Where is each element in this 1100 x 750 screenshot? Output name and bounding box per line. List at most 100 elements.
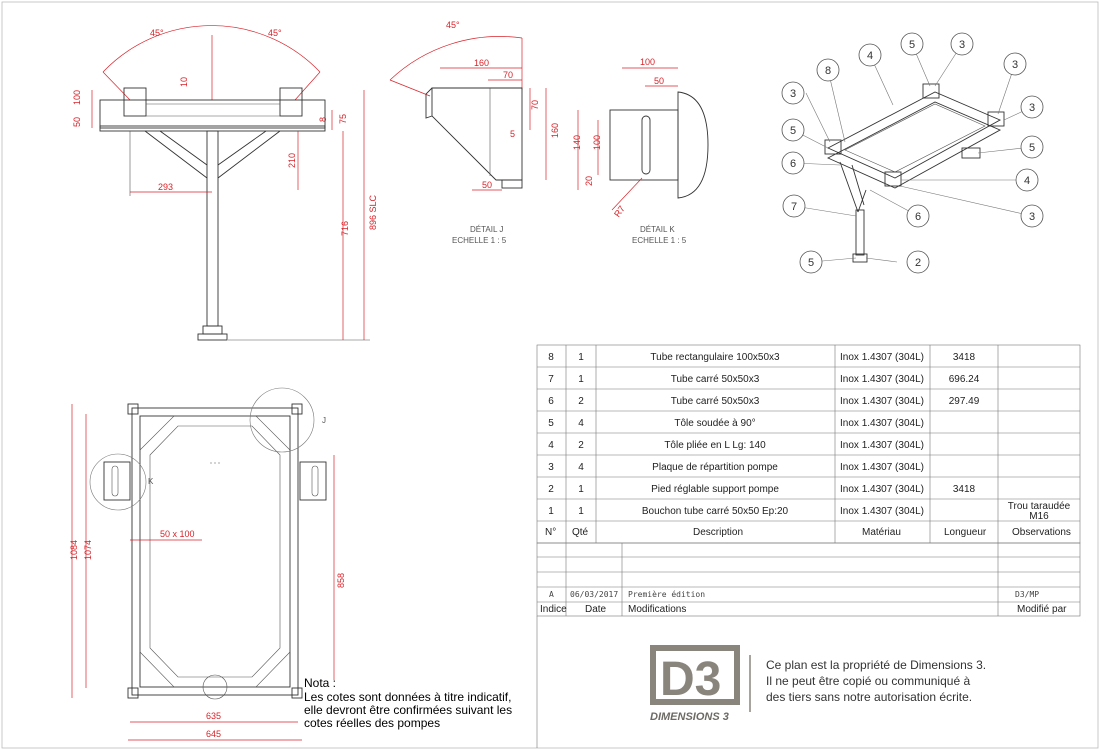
- bom-cell-len: 3418: [953, 484, 976, 495]
- bom-cell-qty: 4: [578, 462, 584, 473]
- rev-date: 06/03/2017: [570, 590, 618, 599]
- label-j: J: [322, 416, 326, 425]
- bom-cell-qty: 1: [578, 374, 584, 385]
- hdr-mat: Matériau: [862, 527, 901, 538]
- bom-cell-qty: 2: [578, 440, 584, 451]
- balloon-number: 7: [791, 201, 797, 213]
- dim-k-140: 140: [572, 135, 582, 150]
- balloon: [781, 118, 805, 142]
- hdr-no: N°: [545, 527, 556, 538]
- hdr-len: Longueur: [944, 527, 987, 538]
- logo-mark: D3: [660, 653, 721, 706]
- bom-cell-desc: Tube rectangulaire 100x50x3: [650, 352, 780, 363]
- bom-cell-len: 297.49: [949, 396, 980, 407]
- balloon-number: 8: [825, 65, 831, 77]
- bom-cell-qty: 1: [578, 352, 584, 363]
- bom-cell-mat: Inox 1.4307 (304L): [840, 396, 924, 407]
- balloon: [781, 151, 805, 175]
- bom-cell-no: 5: [548, 418, 554, 429]
- dim-j-160: 160: [474, 58, 489, 68]
- balloon: [781, 81, 805, 105]
- bom-cell-desc: Plaque de répartition pompe: [652, 462, 778, 473]
- bom-cell-qty: 1: [578, 484, 584, 495]
- bom-cell-mat: Inox 1.4307 (304L): [840, 374, 924, 385]
- dim-angle-left: 45°: [150, 28, 164, 38]
- nota-block: Nota : Les cotes sont données à titre in…: [304, 676, 512, 730]
- balloon: [900, 32, 924, 56]
- rev-hdr-indice: Indice: [540, 604, 567, 615]
- dim-50: 50: [72, 117, 82, 127]
- bom-cell-no: 6: [548, 396, 554, 407]
- balloon-number: 3: [959, 39, 965, 51]
- dim-k-20: 20: [584, 176, 594, 186]
- dim-angle-right: 45°: [268, 28, 282, 38]
- dim-1084: 1084: [69, 540, 79, 560]
- dim-j-angle: 45°: [446, 20, 460, 30]
- balloon-number: 5: [909, 39, 915, 51]
- nota-title: Nota :: [304, 676, 336, 690]
- hdr-desc: Description: [693, 527, 743, 538]
- balloon: [799, 250, 823, 274]
- bom-cell-no: 8: [548, 352, 554, 363]
- dim-k-100b: 100: [592, 135, 602, 150]
- balloon: [906, 250, 930, 274]
- revision-block: A 06/03/2017 Première édition D3/MP Indi…: [536, 542, 1081, 748]
- dim-j-50: 50: [482, 180, 492, 190]
- hdr-qty: Qté: [572, 527, 589, 538]
- hdr-obs: Observations: [1012, 527, 1071, 538]
- dim-858: 858: [336, 573, 346, 588]
- dim-1074: 1074: [83, 540, 93, 560]
- balloon-number: 2: [915, 257, 921, 269]
- bom-cell-desc: Pied réglable support pompe: [651, 484, 779, 495]
- dim-10: 10: [179, 77, 189, 87]
- bom-cell-no: 2: [548, 484, 554, 495]
- bom-cell-no: 7: [548, 374, 554, 385]
- detail-k: 100 50 140 100 20 R7 DÉTAIL K ECHELLE 1 …: [572, 57, 709, 245]
- balloon-number: 4: [867, 50, 873, 62]
- dim-896: 896 SLC: [368, 194, 378, 230]
- company-block: D3 DIMENSIONS 3 Ce plan est la propriété…: [650, 645, 986, 723]
- balloon: [816, 58, 840, 82]
- balloon-number: 3: [1012, 59, 1018, 71]
- balloon: [1020, 135, 1044, 159]
- top-view: J K 1084 1074 50 x 100 858 635 645: [69, 387, 346, 741]
- bom-cell-desc: Bouchon tube carré 50x50 Ep:20: [642, 506, 789, 517]
- rev-hdr-date: Date: [585, 604, 607, 615]
- bom-cell-no: 4: [548, 440, 554, 451]
- dim-75: 75: [338, 114, 348, 124]
- detail-j-title: DÉTAIL J: [470, 225, 503, 234]
- bom-cell-mat: Inox 1.4307 (304L): [840, 462, 924, 473]
- bom-cell-mat: Inox 1.4307 (304L): [840, 506, 924, 517]
- dim-j-5: 5: [510, 129, 515, 139]
- balloon-number: 6: [790, 158, 796, 170]
- dim-j-70b: 70: [530, 100, 540, 110]
- bom-cell-mat: Inox 1.4307 (304L): [840, 440, 924, 451]
- balloon-number: 5: [1029, 142, 1035, 154]
- dim-j-70a: 70: [503, 70, 513, 80]
- balloon: [1020, 204, 1044, 228]
- balloon: [782, 194, 806, 218]
- balloon: [1003, 52, 1027, 76]
- notice-line-1: Ce plan est la propriété de Dimensions 3…: [766, 658, 986, 672]
- bom-cell-len: 696.24: [949, 374, 980, 385]
- nota-line-2: elle devront être confirmées suivant les: [304, 703, 512, 717]
- bom-cell-no: 1: [548, 506, 554, 517]
- nota-line-3: cotes réelles des pompes: [304, 716, 440, 730]
- dim-50x100: 50 x 100: [160, 529, 195, 539]
- detail-k-title: DÉTAIL K: [640, 225, 675, 234]
- front-view: 45° 45° 10 100 50 8 75 210 293 716 896 S…: [72, 25, 378, 341]
- dim-100: 100: [72, 90, 82, 105]
- company-name: DIMENSIONS 3: [650, 711, 729, 723]
- dim-635: 635: [206, 711, 221, 721]
- dim-210: 210: [287, 153, 297, 168]
- dim-293: 293: [158, 182, 173, 192]
- nota-line-1: Les cotes sont données à titre indicatif…: [304, 690, 511, 704]
- dim-k-r7: R7: [612, 204, 627, 219]
- bom-cell-qty: 4: [578, 418, 584, 429]
- bom-cell-mat: Inox 1.4307 (304L): [840, 352, 924, 363]
- balloon-number: 3: [1029, 102, 1035, 114]
- balloon-number: 3: [1029, 211, 1035, 223]
- balloon-number: 4: [1024, 175, 1030, 187]
